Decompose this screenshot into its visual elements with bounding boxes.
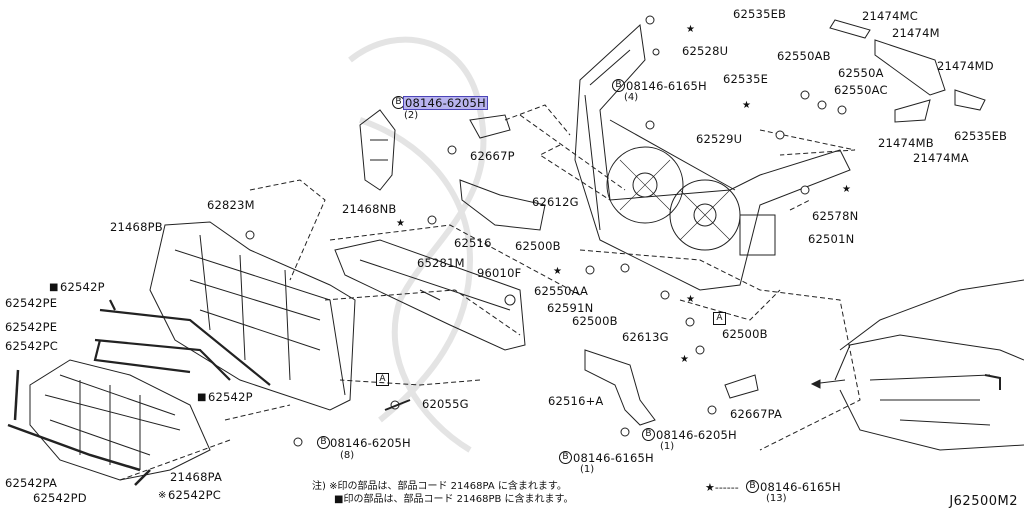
highlighted-bolt-part[interactable]: 08146-6205H bbox=[403, 96, 488, 110]
part-62542pe-2[interactable]: 62542PE bbox=[5, 320, 58, 334]
star-marker: ★ bbox=[842, 184, 851, 195]
frame-21468pb bbox=[149, 221, 356, 411]
part-62501n[interactable]: 62501N bbox=[808, 232, 855, 246]
grille-21468pa bbox=[29, 359, 211, 481]
part-21474mc[interactable]: 21474MC bbox=[862, 9, 918, 23]
circle-b-marker: B bbox=[642, 428, 655, 441]
star-marker: ★ bbox=[680, 354, 689, 365]
part-62529u[interactable]: 62529U bbox=[696, 132, 743, 146]
legend-part: 08146-6165H bbox=[760, 480, 841, 494]
part-62528u[interactable]: 62528U bbox=[682, 44, 729, 58]
circle-b-marker: B bbox=[746, 480, 759, 493]
watermark-logo bbox=[348, 36, 487, 453]
part-65281m[interactable]: 65281M bbox=[417, 256, 465, 270]
part-21468pa[interactable]: 21468PA bbox=[170, 470, 223, 484]
part-21468nb[interactable]: 21468NB bbox=[342, 202, 397, 216]
kome-marker: ※ bbox=[158, 490, 167, 501]
fasteners bbox=[245, 15, 847, 447]
part-62516[interactable]: 62516 bbox=[454, 236, 492, 250]
note-line-1: 注) ※印の部品は、部品コード 21468PA に含まれます。 bbox=[312, 481, 567, 492]
part-62500b-3[interactable]: 62500B bbox=[722, 327, 768, 341]
part-21468pb[interactable]: 21468PB bbox=[110, 220, 163, 234]
square-marker: ■ bbox=[49, 282, 59, 293]
part-62535eb-top[interactable]: 62535EB bbox=[733, 7, 787, 21]
part-62550ac[interactable]: 62550AC bbox=[834, 83, 888, 97]
part-21474mb[interactable]: 21474MB bbox=[878, 136, 934, 150]
part-62542p-bottom[interactable]: 62542P bbox=[208, 390, 253, 404]
part-62550a[interactable]: 62550A bbox=[838, 66, 884, 80]
bolt-qty: (8) bbox=[340, 450, 355, 461]
part-62500b-2[interactable]: 62500B bbox=[572, 314, 618, 328]
leader-lines bbox=[119, 104, 861, 481]
part-62550aa[interactable]: 62550AA bbox=[534, 284, 589, 298]
part-62542pd[interactable]: 62542PD bbox=[33, 491, 87, 505]
part-21474ma[interactable]: 21474MA bbox=[913, 151, 969, 165]
part-62823m[interactable]: 62823M bbox=[207, 198, 255, 212]
part-21474md[interactable]: 21474MD bbox=[937, 59, 994, 73]
radiator-core-support bbox=[574, 23, 851, 291]
star-marker: ★ bbox=[686, 24, 695, 35]
part-62542pa[interactable]: 62542PA bbox=[5, 476, 58, 490]
star-marker: ★ bbox=[396, 218, 405, 229]
part-62542pe-1[interactable]: 62542PE bbox=[5, 296, 58, 310]
star-marker: ★ bbox=[742, 100, 751, 111]
star-marker: ★ bbox=[686, 294, 695, 305]
bolt-08146-6165h-center[interactable]: 08146-6165H bbox=[573, 451, 654, 465]
part-62516a[interactable]: 62516+A bbox=[548, 394, 604, 408]
bolt-qty: (4) bbox=[624, 92, 639, 103]
bolt-qty: (1) bbox=[580, 464, 595, 475]
part-62500b-1[interactable]: 62500B bbox=[515, 239, 561, 253]
part-62550ab[interactable]: 62550AB bbox=[777, 49, 831, 63]
circle-b-marker: B bbox=[317, 436, 330, 449]
part-62542pc-bottom[interactable]: 62542PC bbox=[168, 488, 221, 502]
ref-box-a: A bbox=[713, 312, 726, 325]
part-62613g[interactable]: 62613G bbox=[622, 330, 669, 344]
star-legend-prefix: ★------ bbox=[705, 481, 739, 494]
diagram-code: J62500M2 bbox=[949, 494, 1018, 509]
legend-qty: (13) bbox=[766, 493, 787, 504]
part-62535eb-right[interactable]: 62535EB bbox=[954, 129, 1008, 143]
note-line-2: ■印の部品は、部品コード 21468PB に含まれます。 bbox=[334, 494, 574, 505]
car-inset bbox=[810, 279, 1024, 451]
highlighted-bolt-qty: (2) bbox=[404, 110, 419, 121]
part-62055g[interactable]: 62055G bbox=[422, 397, 469, 411]
part-62535e[interactable]: 62535E bbox=[723, 72, 769, 86]
circle-b-marker: B bbox=[612, 79, 625, 92]
star-marker: ★ bbox=[553, 266, 562, 277]
circle-b-marker: B bbox=[559, 451, 572, 464]
bolt-qty: (1) bbox=[660, 441, 675, 452]
part-96010f[interactable]: 96010F bbox=[477, 266, 522, 280]
part-21474m[interactable]: 21474M bbox=[892, 26, 940, 40]
bolt-08146-6205h-center[interactable]: 08146-6205H bbox=[656, 428, 737, 442]
part-62542p-top[interactable]: 62542P bbox=[60, 280, 105, 294]
part-62667pa[interactable]: 62667PA bbox=[730, 407, 783, 421]
part-62667p[interactable]: 62667P bbox=[470, 149, 515, 163]
part-62591n[interactable]: 62591N bbox=[547, 301, 594, 315]
ref-box-a: A bbox=[376, 373, 389, 386]
part-62578n[interactable]: 62578N bbox=[812, 209, 859, 223]
part-62542pc-left[interactable]: 62542PC bbox=[5, 339, 58, 353]
square-marker: ■ bbox=[197, 392, 207, 403]
bolt-08146-6165h-top[interactable]: 08146-6165H bbox=[626, 79, 707, 93]
part-62612g[interactable]: 62612G bbox=[532, 195, 579, 209]
bolt-08146-6205h-bottom[interactable]: 08146-6205H bbox=[330, 436, 411, 450]
